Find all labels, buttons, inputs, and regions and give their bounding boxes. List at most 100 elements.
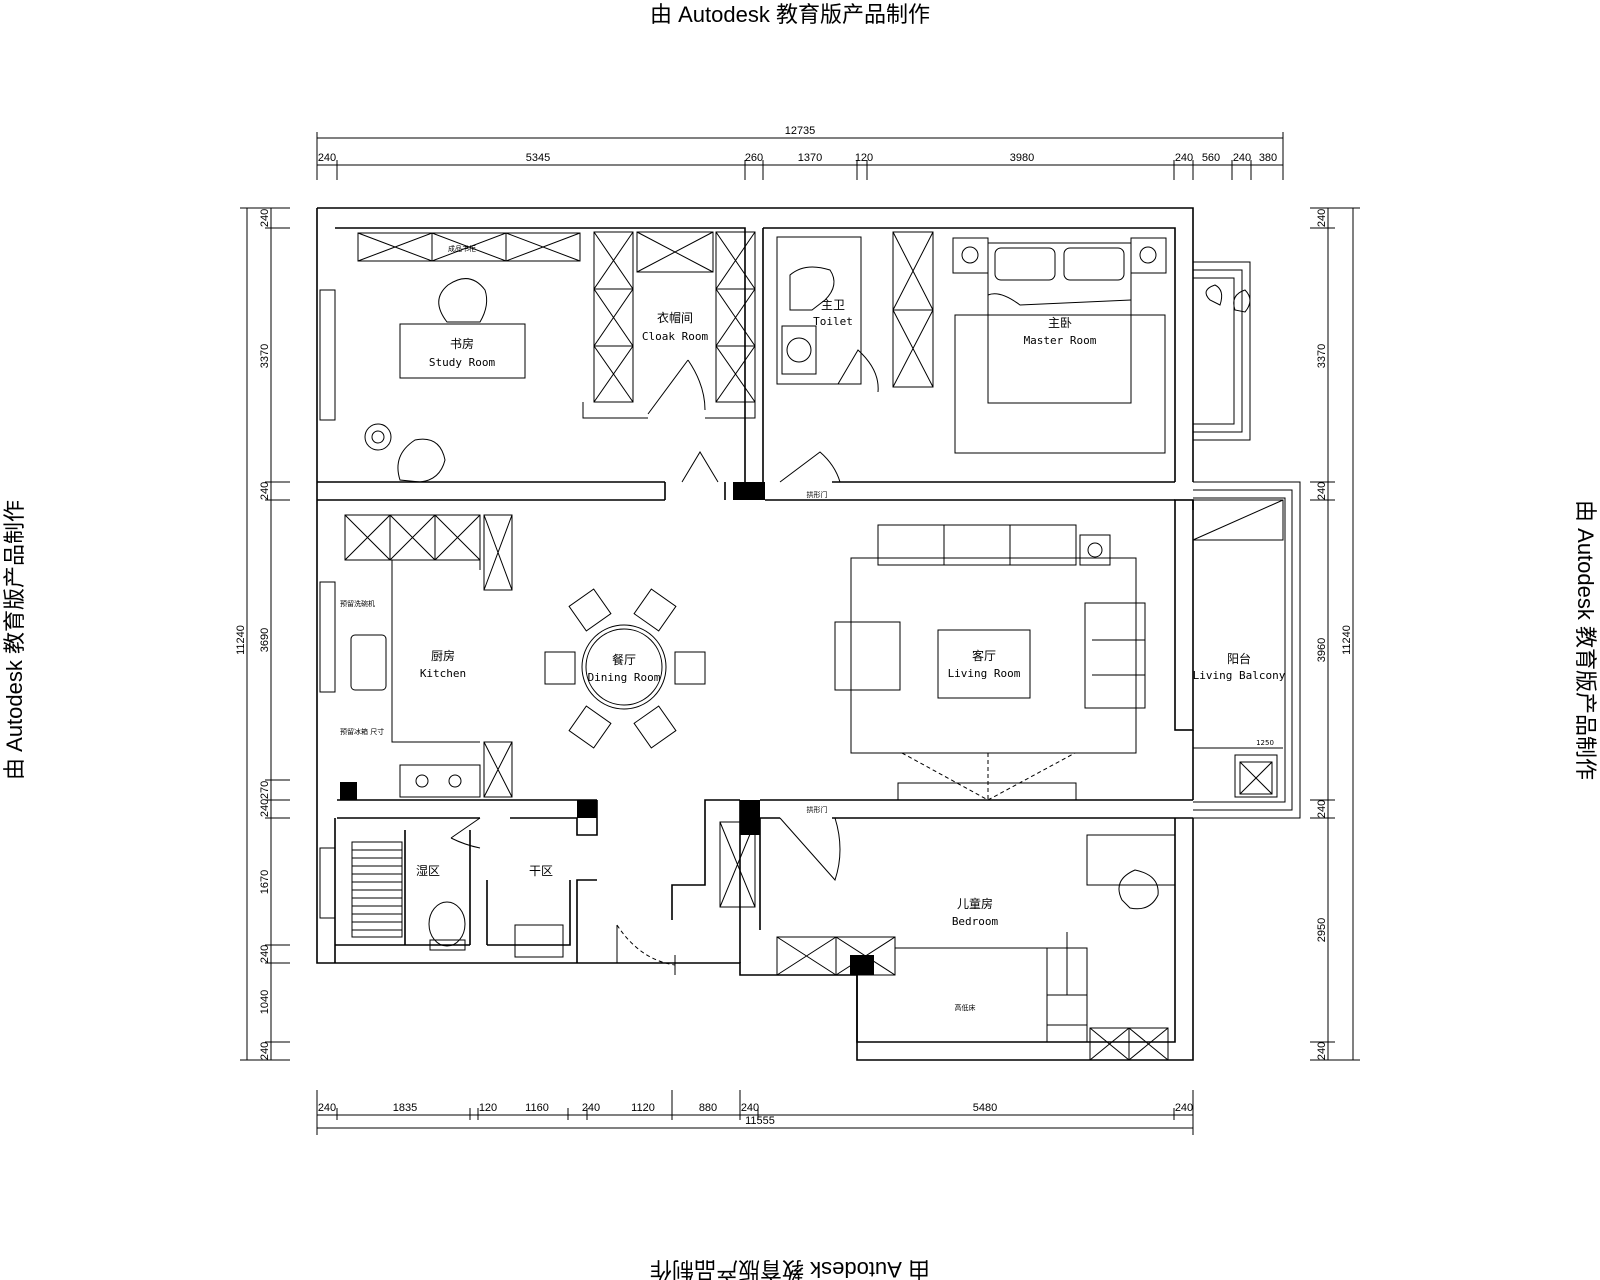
watermark-top: 由 Autodesk 教育版产品制作 (650, 2, 930, 27)
dim-top-seg: 380 (1259, 152, 1277, 164)
right-dimensions: 11240 240 3370 240 3960 240 2950 240 (1310, 207, 1360, 1061)
dim-right-overall: 11240 (1341, 625, 1353, 655)
bookcase (357, 232, 581, 262)
sofa (877, 524, 1077, 566)
dim-right-seg: 240 (1316, 1042, 1328, 1060)
dim-bottom-seg: 240 (582, 1102, 600, 1114)
kitchen: 预留洗碗机 预留冰箱 尺寸 厨房 Kitchen (340, 514, 513, 798)
watermark-left: 由 Autodesk 教育版产品制作 (2, 500, 27, 780)
study-chair (438, 278, 488, 323)
dim-right-seg: 3370 (1316, 344, 1328, 368)
room-label-cn: 衣帽间 (657, 310, 693, 325)
arch-doors: 拱形门 拱形门 (681, 451, 841, 881)
room-label-cn: 湿区 (416, 863, 440, 878)
dim-left-seg: 3370 (259, 344, 271, 368)
watermark-right: 由 Autodesk 教育版产品制作 (1573, 500, 1598, 780)
dim-left-seg: 240 (259, 482, 271, 500)
room-label-cn: 干区 (529, 864, 553, 878)
dim-right-seg: 240 (1316, 800, 1328, 818)
washbasin (514, 924, 564, 958)
dim-top-seg: 240 (1233, 152, 1251, 164)
bottom-dimensions: 11555 240 1835 120 1160 240 1120 880 240… (316, 1090, 1194, 1135)
entrance-door (616, 924, 676, 966)
dishwasher-label: 预留洗碗机 (340, 599, 375, 608)
dim-bottom-overall: 11555 (745, 1115, 775, 1127)
dim-bottom-seg: 1120 (631, 1102, 655, 1114)
bathroom: 湿区 干区 (351, 817, 564, 958)
dim-right-seg: 2950 (1316, 918, 1328, 942)
dim-bottom-seg: 240 (318, 1102, 336, 1114)
dim-bottom-seg: 240 (1175, 1102, 1193, 1114)
room-label-en: Living Balcony (1193, 669, 1286, 682)
dim-left-overall: 11240 (235, 625, 247, 655)
dining-table (581, 624, 667, 710)
dim-top-seg: 560 (1202, 152, 1220, 164)
living-room: 客厅 Living Room 阳台 Living Balcony (834, 524, 1286, 801)
dim-bottom-seg: 880 (699, 1102, 717, 1114)
room-label-en: Kitchen (420, 667, 466, 680)
dim-bottom-seg: 1160 (525, 1102, 549, 1114)
room-label-cn: 主卧 (1048, 316, 1072, 330)
dim-left-seg: 240 (259, 1042, 271, 1060)
dim-left-seg: 3690 (259, 628, 271, 652)
top-dimensions: 12735 240 5345 260 1370 120 3980 240 560… (316, 125, 1284, 180)
rug (850, 557, 1137, 754)
living-balcony: 1250 (1174, 481, 1301, 819)
dim-bottom-seg: 1835 (393, 1102, 417, 1114)
tv-cabinet (897, 782, 1077, 801)
dim-top-seg: 260 (745, 152, 763, 164)
study-room: 成品书柜 书房 Study Room (357, 232, 581, 483)
room-label-cn: 厨房 (431, 648, 455, 663)
left-dimensions: 11240 240 3370 240 3690 240 270 1670 240… (235, 207, 290, 1061)
watermark-bottom: 由 Autodesk 教育版产品制作 (650, 1257, 930, 1280)
room-label-en: Dining Room (588, 671, 661, 684)
rug (954, 314, 1166, 454)
fridge-label: 预留冰箱 尺寸 (340, 727, 384, 736)
room-label-cn: 客厅 (972, 648, 996, 663)
coffee-table (937, 629, 1031, 699)
toilet-fixture (428, 901, 466, 947)
dim-right-seg: 3960 (1316, 638, 1328, 662)
bookcase-label: 成品书柜 (448, 244, 476, 253)
dim-top-seg: 1370 (798, 152, 822, 164)
dim-left-seg: 1670 (259, 870, 271, 894)
dim-left-seg: 240 (259, 209, 271, 227)
dim-top-seg: 5345 (526, 152, 550, 164)
balcony-width-label: 1250 (1256, 739, 1274, 747)
sink (350, 634, 387, 691)
column (733, 482, 765, 500)
room-label-cn: 餐厅 (612, 652, 636, 667)
dim-top-overall: 12735 (785, 125, 816, 137)
bed (987, 242, 1132, 404)
dim-top-seg: 3980 (1010, 152, 1034, 164)
dim-left-seg: 240 (259, 799, 271, 817)
armchair (834, 621, 901, 691)
cloak-room: 衣帽间 Cloak Room (582, 231, 756, 419)
dim-left-seg: 270 (259, 781, 271, 799)
dim-bottom-seg: 5480 (973, 1102, 997, 1114)
room-label-en: Cloak Room (642, 330, 709, 343)
bunk-bed-label: 高低床 (955, 1003, 976, 1012)
dim-bottom-seg: 120 (479, 1102, 497, 1114)
room-label-cn: 主卫 (821, 298, 845, 312)
room-label-cn: 阳台 (1227, 651, 1251, 666)
toilet-fixture (789, 266, 835, 311)
dim-right-seg: 240 (1316, 482, 1328, 500)
dim-bottom-seg: 240 (741, 1102, 759, 1114)
dim-top-seg: 120 (855, 152, 873, 164)
room-label-cn: 书房 (450, 336, 474, 351)
room-label-cn: 儿童房 (957, 896, 993, 911)
room-label-en: Study Room (429, 356, 496, 369)
master-balcony (1193, 261, 1251, 441)
room-label-en: Master Room (1024, 334, 1097, 347)
dim-top-seg: 240 (1175, 152, 1193, 164)
dim-right-seg: 240 (1316, 209, 1328, 227)
dim-left-seg: 240 (259, 945, 271, 963)
room-label-en: Living Room (948, 667, 1021, 680)
dim-top-seg: 240 (318, 152, 336, 164)
arch-door-label: 拱形门 (807, 490, 828, 499)
dining-area: 餐厅 Dining Room (544, 588, 706, 749)
study-desk (399, 323, 526, 379)
room-label-en: Toilet (813, 315, 853, 328)
